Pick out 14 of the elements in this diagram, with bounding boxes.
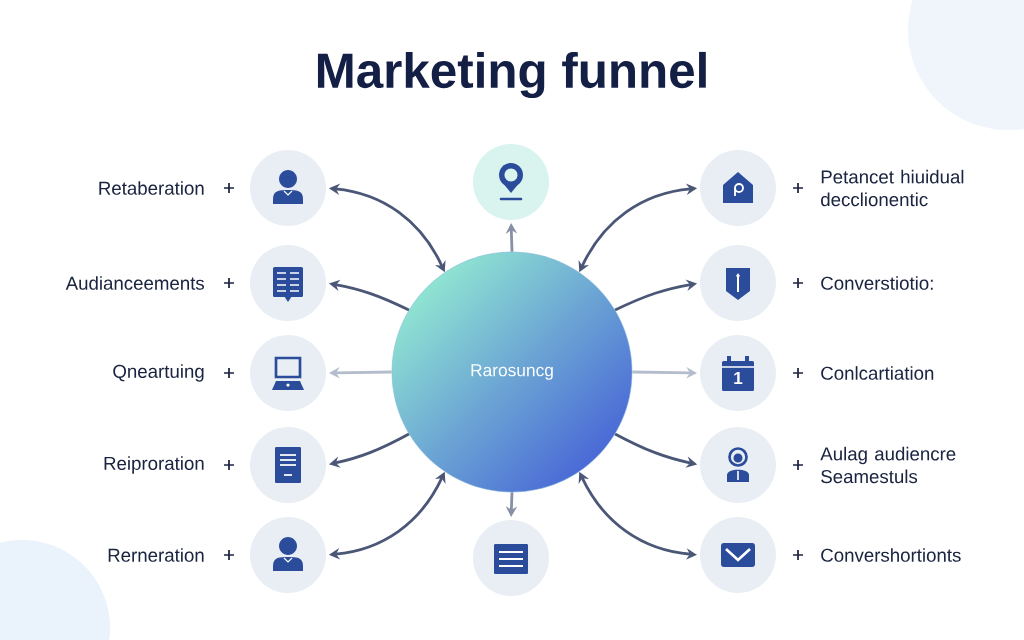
label-text: Converstiotio: xyxy=(821,276,933,290)
label-text: Audianceements xyxy=(65,276,205,290)
icon-circle xyxy=(700,427,776,503)
icon-circle xyxy=(250,335,326,411)
label-text: Reiproration xyxy=(104,456,204,474)
label-text: Petancet hiuidual decclionentic xyxy=(821,169,964,207)
label-text: Qneartuing xyxy=(113,364,204,382)
title: Marketing funnel xyxy=(317,51,706,99)
day-number: 1 xyxy=(734,372,743,384)
label-text: Convershortionts xyxy=(821,548,961,562)
label-text: Rerneration xyxy=(108,548,204,562)
label-text: Retaberation xyxy=(99,181,204,195)
label-text: Conlcartiation xyxy=(821,366,934,380)
label-text: Aulag audiencre Seamestuls xyxy=(820,446,956,484)
